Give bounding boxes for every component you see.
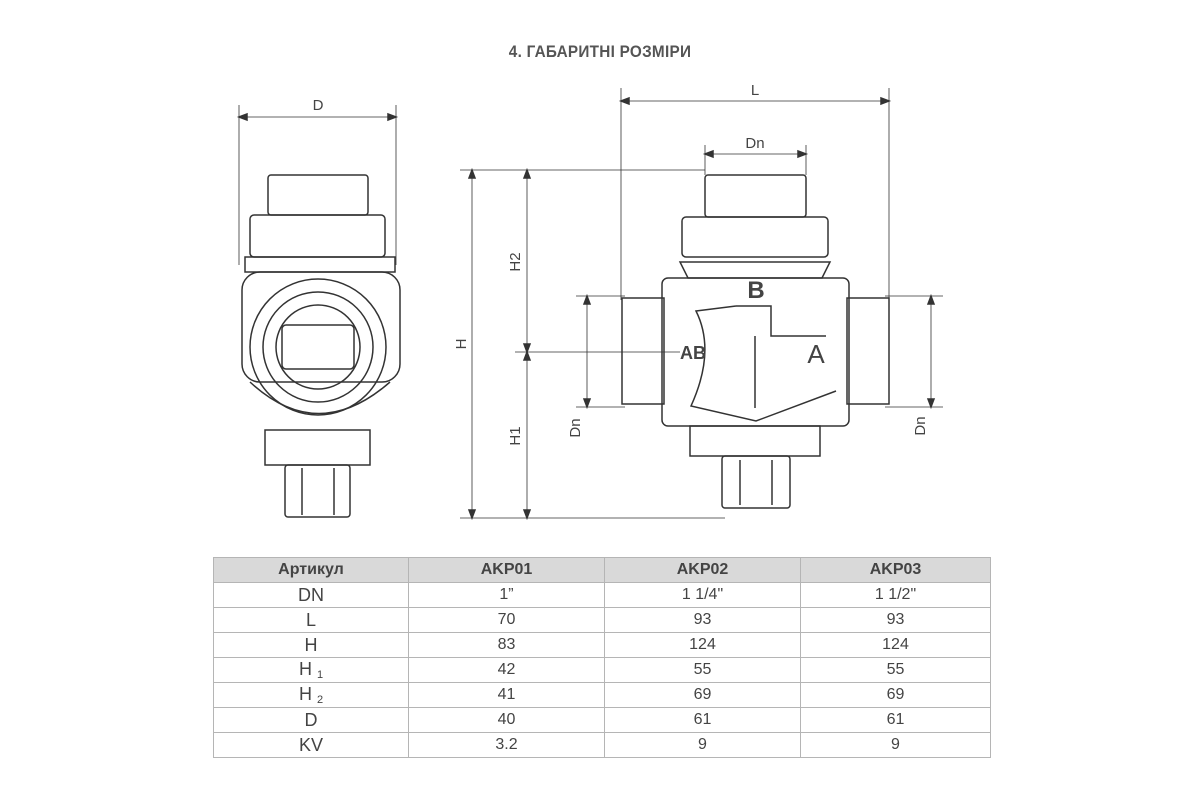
- table-cell: 1”: [408, 582, 605, 608]
- table-cell: 3.2: [408, 732, 605, 758]
- row-label: D: [213, 707, 409, 733]
- table-cell: 41: [408, 682, 605, 708]
- row-label: KV: [213, 732, 409, 758]
- table-cell: 69: [604, 682, 801, 708]
- row-label-text: H: [304, 634, 318, 655]
- dim-h2-label: H2: [507, 252, 524, 271]
- header-article: Артикул: [213, 557, 409, 583]
- table-cell: 61: [604, 707, 801, 733]
- row-label-text: D: [304, 709, 318, 730]
- row-label-text: H: [298, 684, 317, 704]
- table-header-row: Артикул AKP01 AKP02 AKP03: [213, 557, 991, 583]
- row-label: DN: [213, 582, 409, 608]
- table-cell: 55: [604, 657, 801, 683]
- table-cell: 83: [408, 632, 605, 658]
- table-row: DN 1”1 1/4"1 1/2": [213, 582, 991, 608]
- table-cell: 93: [604, 607, 801, 633]
- row-label: L: [213, 607, 409, 633]
- row-label-text: KV: [298, 734, 323, 755]
- valve-front-view: L Dn H H2 H1 Dn Dn: [453, 82, 943, 521]
- table-cell: 1 1/2": [800, 582, 991, 608]
- table-cell: 40: [408, 707, 605, 733]
- section-title: 4. ГАБАРИТНІ РОЗМІРИ: [508, 42, 692, 61]
- dim-h-label: H: [453, 339, 470, 350]
- table-cell: 124: [604, 632, 801, 658]
- table-cell: 42: [408, 657, 605, 683]
- table-cell: 124: [800, 632, 991, 658]
- row-label-text: DN: [298, 584, 324, 605]
- table-cell: 70: [408, 607, 605, 633]
- table-cell: 55: [800, 657, 991, 683]
- dim-h1-label: H1: [507, 426, 524, 445]
- valve-side-view: D: [236, 97, 401, 518]
- table-cell: 9: [604, 732, 801, 758]
- row-label-text: H: [298, 659, 317, 679]
- row-label: H 2: [213, 682, 409, 708]
- row-label-text: L: [305, 609, 316, 630]
- table-cell: 61: [800, 707, 991, 733]
- dimension-drawing: D L Dn H H2 H1 Dn: [236, 82, 943, 521]
- row-label: H: [213, 632, 409, 658]
- dim-l-label: L: [751, 82, 759, 99]
- table-cell: 9: [800, 732, 991, 758]
- dim-dn-top-label: Dn: [745, 135, 764, 152]
- header-akp03: AKP03: [800, 557, 991, 583]
- port-ab-label: AB: [680, 343, 706, 363]
- row-label-subscript: 2: [316, 694, 324, 706]
- port-a-label: A: [807, 339, 825, 369]
- dim-dn-right-label: Dn: [912, 416, 929, 435]
- table-cell: 69: [800, 682, 991, 708]
- table-cell: 93: [800, 607, 991, 633]
- dim-d-label: D: [313, 97, 324, 114]
- table-cell: 1 1/4": [604, 582, 801, 608]
- dim-dn-left-label: Dn: [567, 418, 584, 437]
- header-akp02: AKP02: [604, 557, 801, 583]
- row-label: H 1: [213, 657, 409, 683]
- row-label-subscript: 1: [316, 669, 324, 681]
- header-akp01: AKP01: [408, 557, 605, 583]
- dimensions-table: Артикул AKP01 AKP02 AKP03 DN 1”1 1/4"1 1/…: [213, 557, 991, 758]
- port-b-label: B: [747, 277, 764, 304]
